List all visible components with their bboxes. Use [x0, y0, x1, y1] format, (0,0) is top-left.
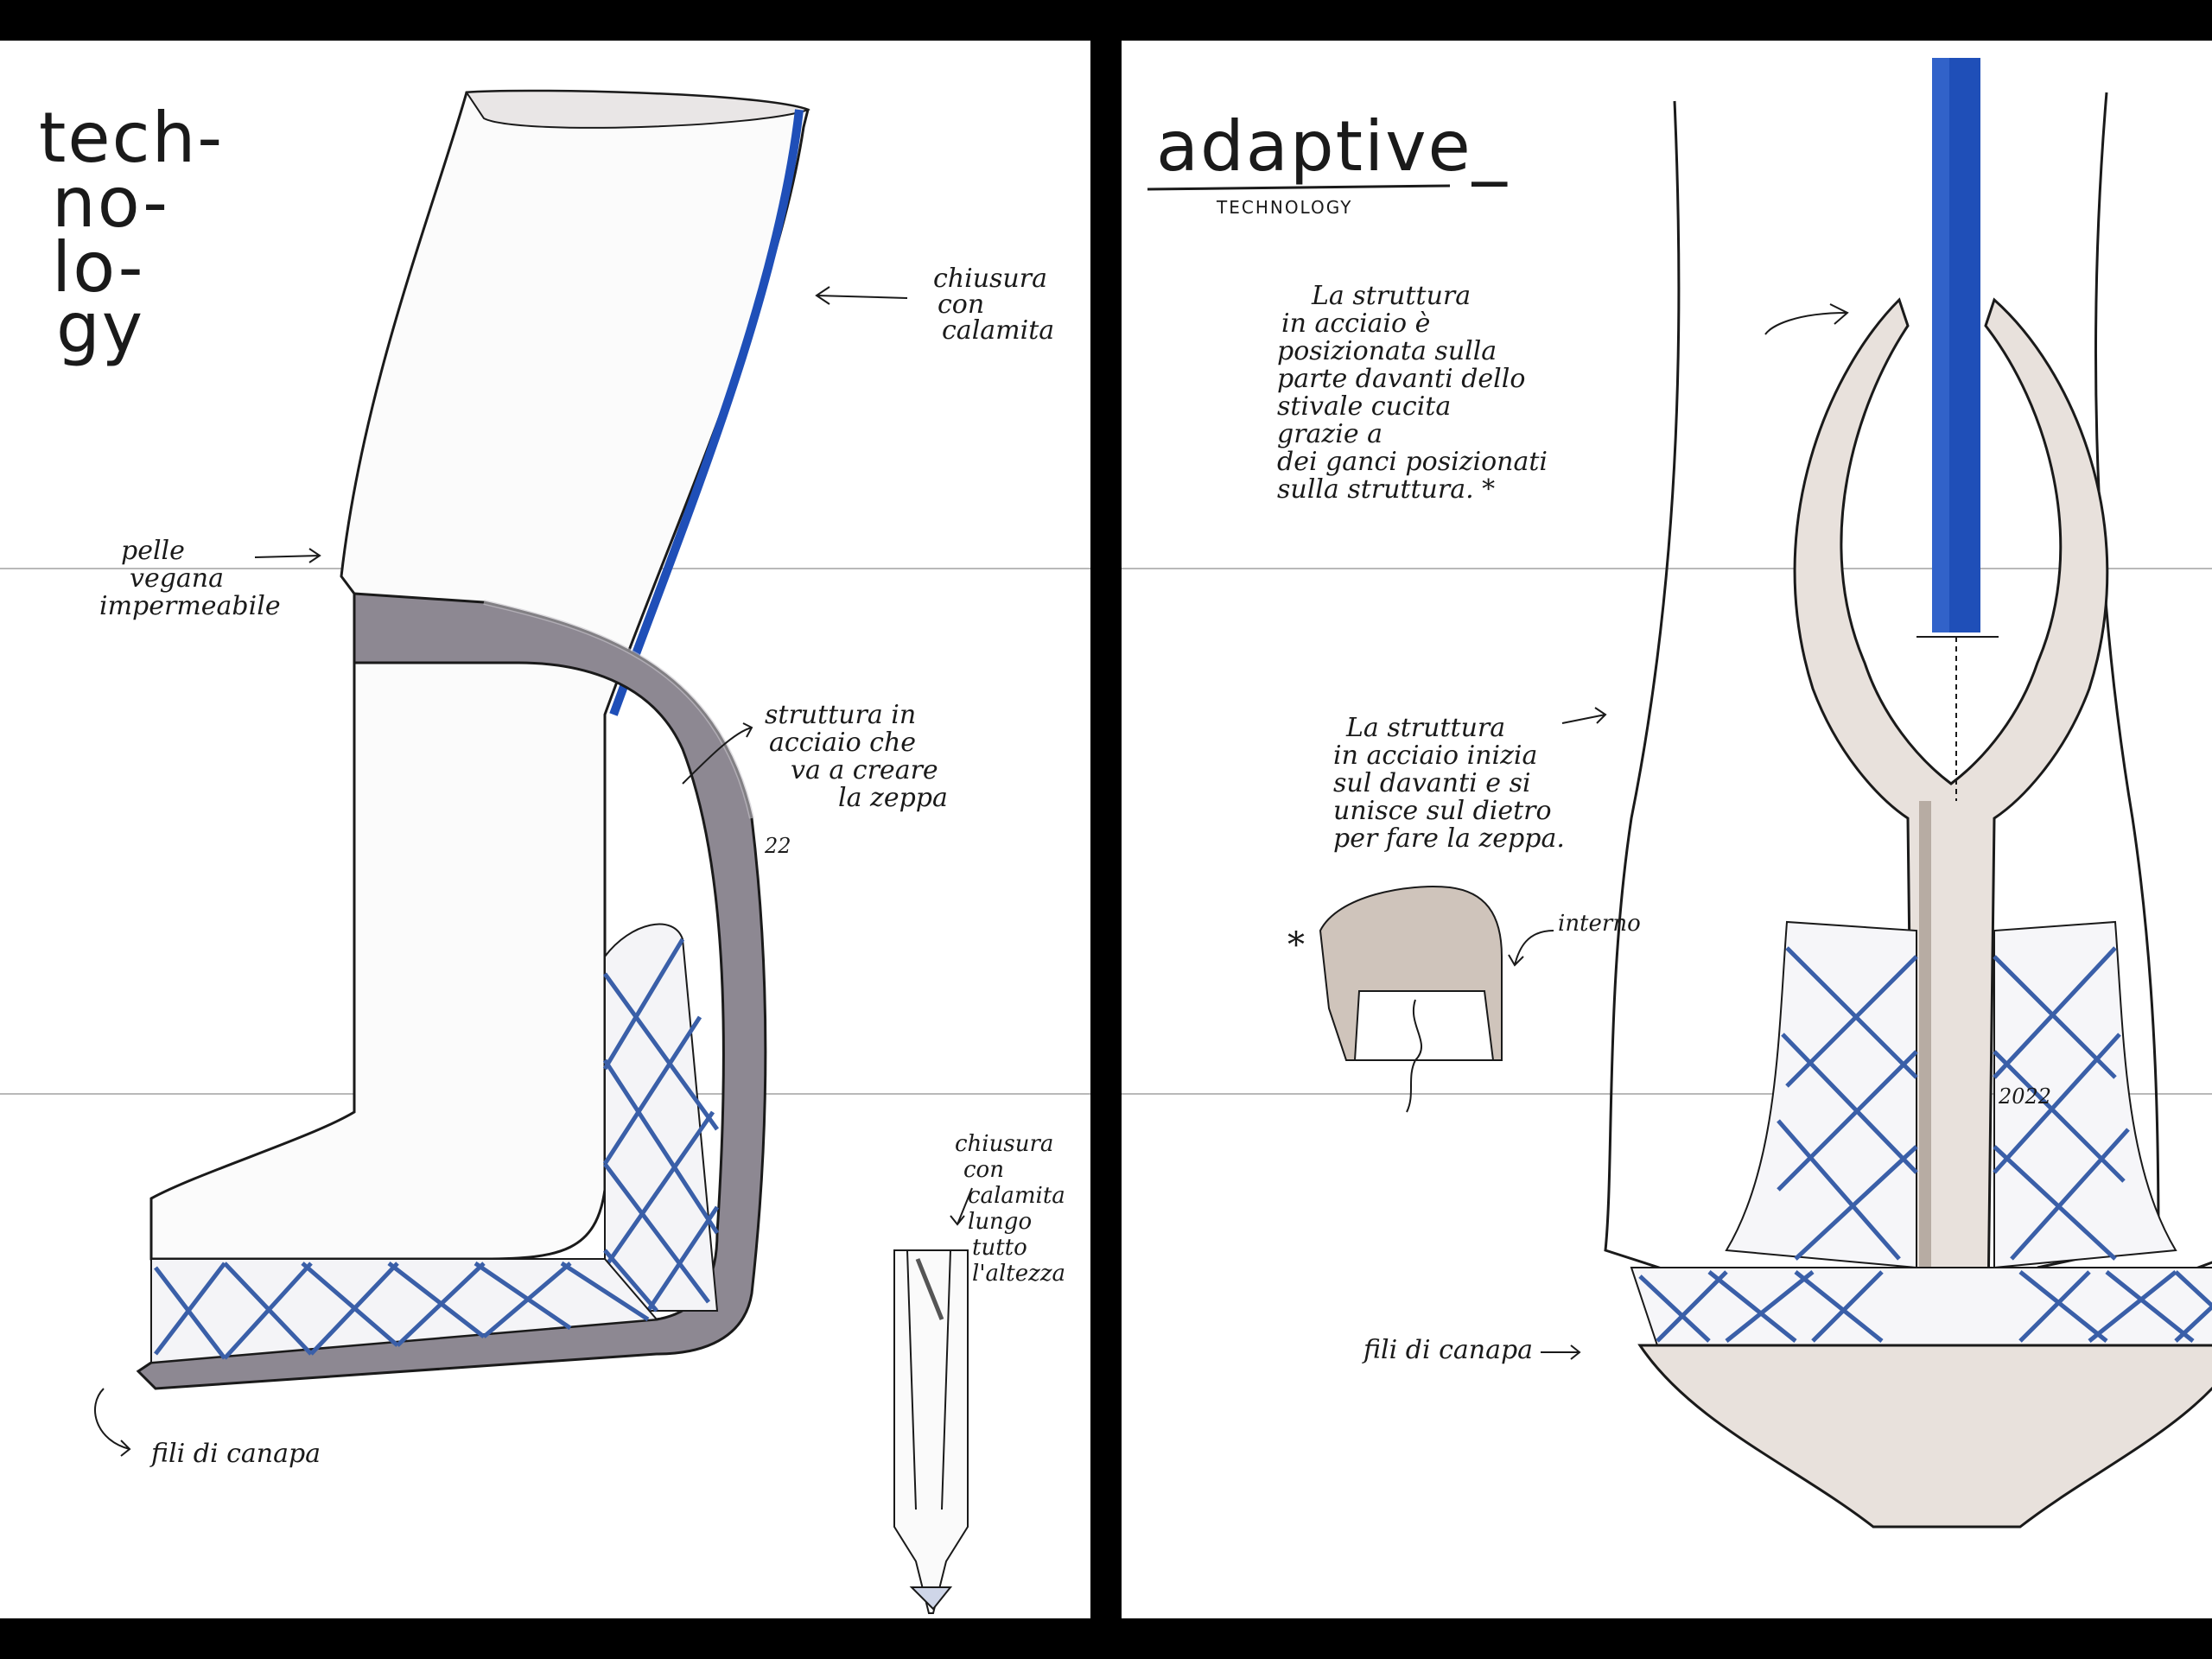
hemp-lattice-front — [1725, 920, 2177, 1269]
hemp-note: fili di canapa — [1362, 1335, 1533, 1365]
structure-front-arrow — [1764, 303, 1849, 335]
title-line: lo- — [52, 227, 145, 308]
boot-front-view-illustration: adaptive_ TECHNOLOGY La struttura in acc… — [1147, 58, 2212, 1529]
note-line: unisce sul dietro — [1333, 796, 1552, 826]
designer-signature: 22 — [764, 834, 791, 858]
fold-line — [1122, 1093, 2212, 1095]
note-line: La struttura — [1345, 713, 1505, 743]
closure-arrow — [815, 286, 908, 305]
right-sketch-sheet: adaptive_ TECHNOLOGY La struttura in acc… — [1122, 41, 2212, 1618]
note-line: l'altezza — [972, 1261, 1065, 1287]
note-line: stivale cucita — [1277, 391, 1451, 422]
interior-note: interno — [1558, 911, 1641, 937]
note-line: La struttura — [1311, 281, 1471, 311]
steel-front-structure — [1793, 297, 2109, 1511]
designer-signature: 2022 — [1998, 1084, 2051, 1109]
boot-side-view-illustration: tech- no- lo- gy chiusura con calamita p… — [39, 89, 1065, 1614]
note-line: grazie a — [1277, 419, 1382, 449]
note-line: acciaio che — [769, 728, 916, 758]
note-line: impermeabile — [99, 591, 281, 621]
note-line: chiusura — [955, 1131, 1053, 1157]
note-line: va a creare — [791, 755, 938, 785]
structure-front-note: La struttura in acciaio è posizionata su… — [1277, 281, 1548, 505]
steel-arrow — [682, 722, 753, 785]
structure-back-note: La struttura in acciaio inizia sul davan… — [1333, 713, 1565, 854]
asterisk-mark: * — [1287, 925, 1305, 965]
note-line: calamita — [942, 315, 1054, 346]
hemp-lattice-sole — [150, 1258, 659, 1364]
technology-title: tech- no- lo- gy — [39, 98, 224, 368]
steel-structure-note: struttura in acciaio che va a creare la … — [765, 700, 948, 813]
closure-detail-note: chiusura con calamita lungo tutto l'alte… — [955, 1131, 1065, 1287]
note-line: dei ganci posizionati — [1277, 447, 1548, 477]
note-line: struttura in — [765, 700, 916, 730]
technology-subtitle: TECHNOLOGY — [1216, 197, 1352, 218]
title-underline — [1147, 184, 1451, 191]
note-line: in acciaio inizia — [1333, 741, 1537, 771]
left-sketch-sheet: tech- no- lo- gy chiusura con calamita p… — [0, 41, 1090, 1618]
note-line: per fare la zeppa. — [1333, 823, 1565, 854]
hemp-arrow — [1541, 1344, 1581, 1360]
boot-outline — [1604, 92, 2212, 1520]
hemp-note: fili di canapa — [149, 1439, 321, 1469]
adaptive-title: adaptive_ — [1156, 106, 1509, 187]
structure-back-arrow — [1561, 707, 1607, 724]
note-line: calamita — [968, 1183, 1065, 1209]
note-line: con — [963, 1157, 1004, 1183]
closure-note: chiusura con calamita — [933, 264, 1054, 346]
hemp-arrow — [94, 1388, 131, 1457]
note-line: chiusura — [933, 264, 1047, 294]
interior-detail-sketch — [1319, 886, 1503, 1113]
title-line: no- — [52, 162, 169, 243]
note-line: pelle — [121, 536, 185, 566]
title-line: gy — [56, 288, 144, 368]
magnetic-closure-stripe — [609, 109, 804, 716]
note-line: vegana — [130, 563, 224, 594]
note-line: sulla struttura. * — [1277, 474, 1495, 505]
leather-arrow — [254, 548, 321, 563]
leather-note: pelle vegana impermeabile — [99, 536, 281, 621]
note-line: lungo — [968, 1209, 1032, 1235]
note-line: posizionata sulla — [1277, 336, 1497, 366]
hemp-lattice-sole — [1630, 1267, 2212, 1346]
note-line: con — [938, 289, 984, 320]
note-line: parte davanti dello — [1277, 364, 1525, 394]
note-line: la zeppa — [838, 783, 948, 813]
note-line: in acciaio è — [1281, 308, 1430, 339]
title-line: tech- — [39, 98, 224, 178]
note-line: tutto — [972, 1235, 1027, 1261]
interior-arrow — [1508, 930, 1554, 967]
note-line: sul davanti e si — [1333, 768, 1531, 798]
closure-detail-arrow — [950, 1187, 973, 1226]
boot-back-detail-sketch — [893, 1249, 969, 1614]
hemp-lattice-heel — [602, 923, 720, 1313]
